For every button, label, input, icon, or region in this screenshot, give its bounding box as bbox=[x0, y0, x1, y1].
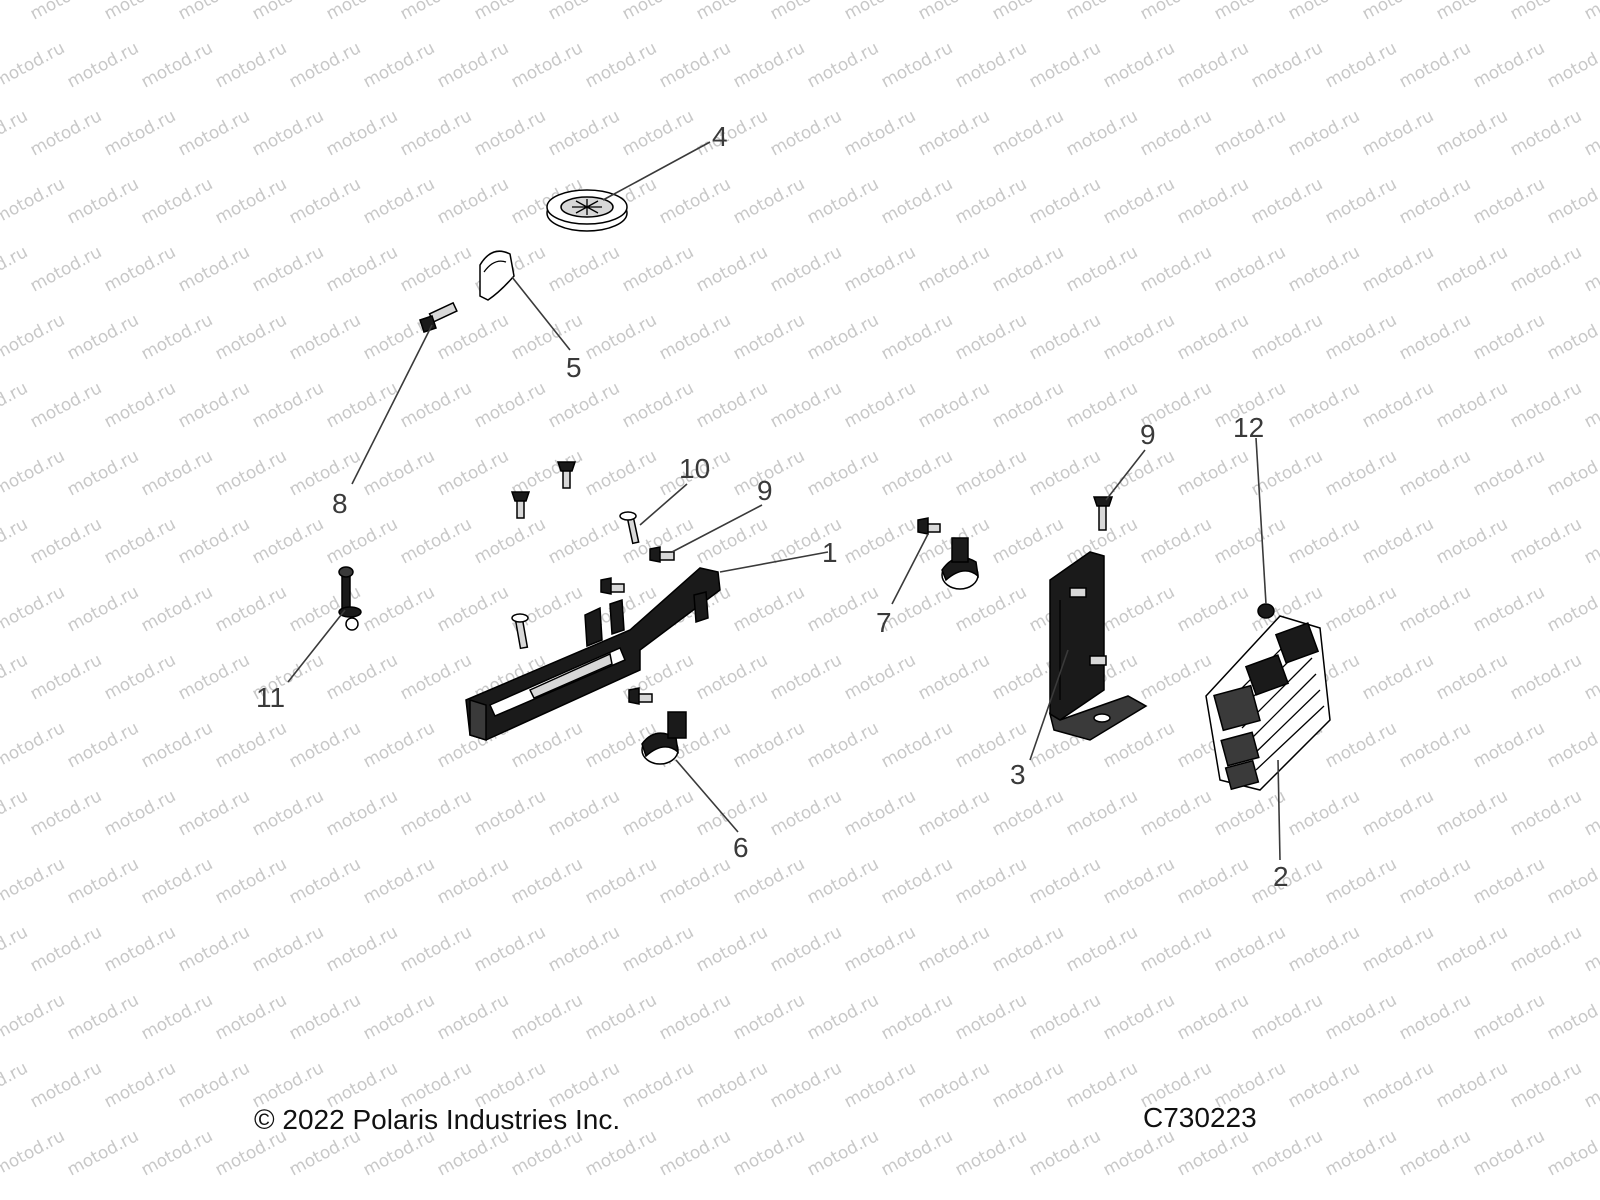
callout-6: 6 bbox=[733, 832, 749, 863]
leader-8 bbox=[351, 324, 433, 485]
callout-2: 2 bbox=[1273, 861, 1289, 892]
part-6-clamp bbox=[641, 711, 687, 765]
leader-lines bbox=[287, 141, 1281, 861]
callout-4: 4 bbox=[712, 121, 728, 152]
callout-9-right: 9 bbox=[1140, 419, 1156, 450]
copyright-text: © 2022 Polaris Industries Inc. bbox=[254, 1104, 621, 1135]
callout-10: 10 bbox=[679, 453, 710, 484]
part-7-clamp bbox=[917, 517, 980, 590]
callout-3: 3 bbox=[1010, 759, 1026, 790]
bracket-bolts bbox=[510, 461, 675, 705]
leader-7 bbox=[891, 533, 929, 605]
callout-8: 8 bbox=[332, 488, 348, 519]
part-9-bolt-right bbox=[1092, 496, 1114, 531]
callout-9-left: 9 bbox=[757, 475, 773, 506]
part-11-push-pin bbox=[338, 566, 362, 631]
part-12-nut bbox=[1257, 603, 1275, 619]
leader-4 bbox=[602, 141, 711, 201]
leader-11 bbox=[287, 609, 346, 683]
part-5-clip bbox=[479, 250, 515, 301]
part-1-bracket bbox=[465, 567, 721, 742]
part-8-bolt bbox=[419, 301, 458, 333]
callout-7: 7 bbox=[876, 607, 892, 638]
part-3-mounting-bracket bbox=[1048, 551, 1148, 741]
leader-12 bbox=[1255, 437, 1267, 605]
leader-9a bbox=[671, 504, 763, 553]
leader-3 bbox=[1029, 649, 1069, 761]
callout-5: 5 bbox=[566, 352, 582, 383]
leader-6 bbox=[675, 759, 739, 833]
callout-12: 12 bbox=[1233, 412, 1264, 443]
callout-1: 1 bbox=[822, 537, 838, 568]
leader-2 bbox=[1277, 759, 1281, 861]
leader-9b bbox=[1105, 449, 1146, 501]
part-2-regulator bbox=[1205, 615, 1331, 791]
diagram-code: C730223 bbox=[1143, 1102, 1257, 1133]
leader-10 bbox=[639, 483, 688, 526]
leader-5 bbox=[511, 276, 571, 351]
callout-labels: 4 5 8 10 9 1 11 6 7 9 12 3 2 bbox=[256, 121, 1289, 892]
leader-1 bbox=[719, 551, 829, 573]
part-4-grommet bbox=[546, 189, 628, 232]
callout-11: 11 bbox=[256, 682, 285, 713]
